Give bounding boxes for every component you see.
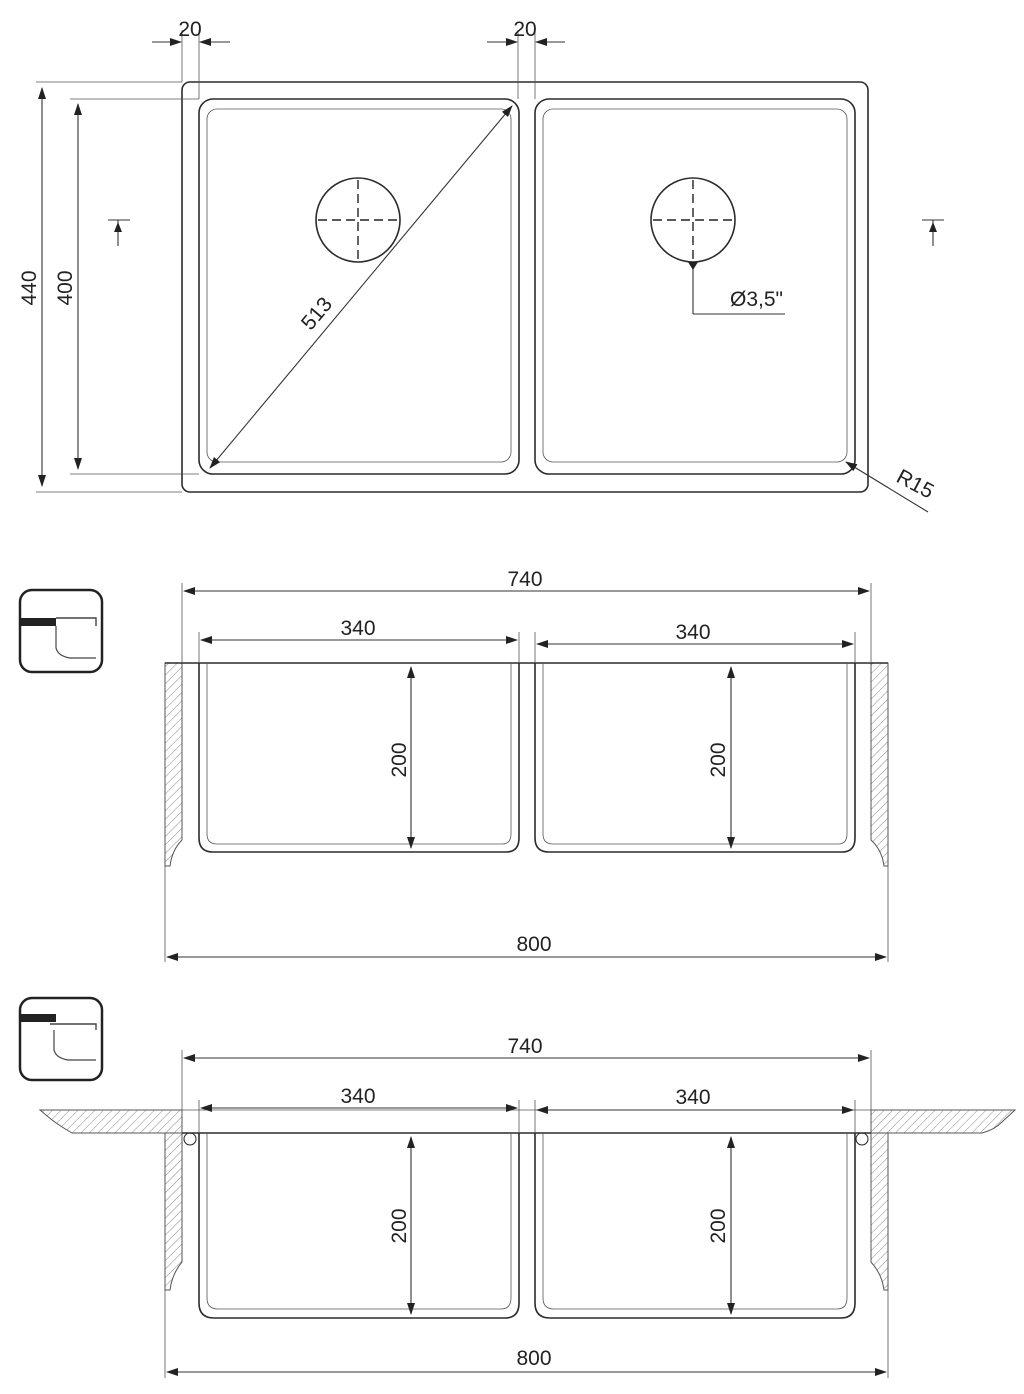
section-undermount: 740 340 340 200 200 800 (38, 1035, 1017, 1378)
svg-text:R15: R15 (893, 465, 938, 503)
right-bowl-inner (542, 108, 848, 463)
section-flush-mount: 740 340 340 200 200 800 (164, 568, 889, 962)
label-200-right-flush: 200 (707, 742, 730, 777)
top-view: Ø3,5" 20 20 (18, 18, 944, 513)
dim-rim-middle: 20 (487, 18, 565, 99)
left-drain (315, 177, 401, 263)
label-800-under: 800 (516, 1347, 551, 1370)
label-740-flush: 740 (507, 568, 542, 591)
svg-text:20: 20 (513, 18, 536, 41)
dim-diagonal: 513 (209, 105, 513, 469)
right-drain (650, 177, 736, 263)
sink-outer-rim (181, 81, 869, 493)
undermount-icon (18, 996, 104, 1082)
label-800-flush: 800 (516, 933, 551, 956)
dim-rim-left: 20 (152, 18, 230, 99)
label-740-under: 740 (507, 1035, 542, 1058)
svg-text:20: 20 (178, 18, 201, 41)
dim-inner-depth: 400 (54, 98, 199, 475)
drain-diameter-label: Ø3,5" (730, 288, 783, 311)
label-200-left-flush: 200 (388, 742, 411, 777)
left-bowl-outline (198, 98, 520, 475)
label-340-left-flush: 340 (340, 617, 375, 640)
section-marker-right (922, 219, 944, 246)
svg-text:400: 400 (54, 270, 77, 305)
dim-outer-depth: 440 (18, 81, 182, 493)
flush-mount-icon (18, 588, 104, 674)
corner-radius-callout: R15 (845, 461, 938, 513)
label-200-left-under: 200 (388, 1208, 411, 1243)
svg-text:440: 440 (18, 270, 41, 305)
svg-text:513: 513 (297, 293, 337, 335)
label-340-right-under: 340 (675, 1086, 710, 1109)
section-marker-left (108, 219, 130, 246)
label-340-right-flush: 340 (675, 621, 710, 644)
label-340-left-under: 340 (340, 1085, 375, 1108)
label-200-right-under: 200 (707, 1208, 730, 1243)
right-bowl-outline (534, 98, 856, 475)
